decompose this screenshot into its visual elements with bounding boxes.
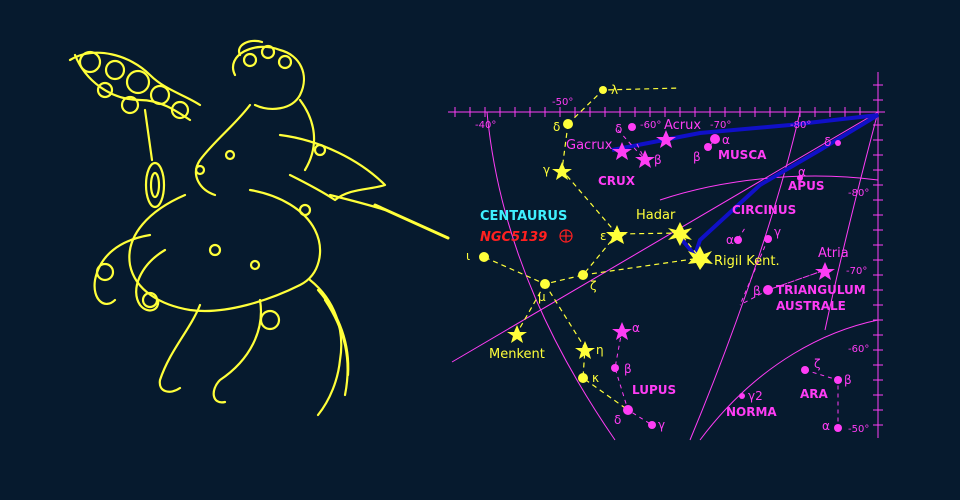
greek-label: η [596,343,604,357]
greek-label: γ [658,418,665,432]
star-delta-lup [623,405,633,415]
star-label-hadar: Hadar [636,208,676,223]
ra-label: -50° [552,97,573,108]
greek-label: α [798,165,806,179]
star-zeta-ara [801,366,809,374]
star-gamma-lup [648,421,656,429]
greek-label: δ [615,122,622,136]
greek-label: α [822,419,830,433]
constellation-label-norma: NORMA [726,405,777,419]
star-gamma-cir [764,235,772,243]
dec-label: -80° [848,188,869,199]
star-zeta-cen [578,270,588,280]
star-gamma2-nor [739,393,745,399]
greek-label: β [624,362,632,376]
star-acrux [656,130,676,148]
greek-label: δ [614,413,621,427]
dec-label: -60° [848,344,869,355]
star-iota-cen [479,252,489,262]
greek-label: γ [543,163,550,177]
star-rigil-kent [688,246,713,270]
greek-label: β [844,373,852,387]
star-beta-ara [834,376,842,384]
star-alpha-aps [797,175,803,181]
dec-label: -70° [846,266,867,277]
greek-label: β [753,284,761,298]
star-beta-mus [704,143,712,151]
constellation-label-circinus: CIRCINUS [732,203,796,217]
object-label-ngc5139: NGC5139 [480,230,547,245]
star-delta-cen [563,119,573,129]
constellation-boundary [611,113,880,259]
coordinate-grid [448,72,885,441]
centaur-illustration-icon [68,39,450,417]
star-delta-cru [628,123,636,131]
star-gacrux [612,142,632,160]
star-hadar [668,222,692,246]
other-stars [611,123,842,432]
star-alpha-cir [734,236,742,244]
greek-label: ι [466,249,470,263]
greek-label: α [726,233,734,247]
greek-label: α [722,133,730,147]
star-beta-lup [611,364,619,372]
greek-label: ζ [590,279,597,293]
ngc5139-symbol [559,229,573,243]
star-alpha-lup [612,322,632,340]
greek-label: κ [592,371,599,385]
star-gamma-cen [552,162,572,180]
greek-label: λ [611,83,618,97]
star-label-menkent: Menkent [489,347,545,362]
ra-label: -70° [710,120,731,131]
greek-label: β [693,150,701,164]
greek-label: δ [553,120,560,134]
star-lambda-cen [599,86,607,94]
constellation-label-ara: ARA [800,387,829,401]
star-kappa-cen [578,373,588,383]
star-beta-cru [635,150,655,168]
constellation-label-australe: AUSTRALE [776,299,846,313]
star-eta-cen [575,341,595,359]
star-label-atria: Atria [818,246,849,261]
star-alpha-mus [710,134,720,144]
constellation-label-musca: MUSCA [718,148,767,162]
centaurus-stars [479,86,713,383]
star-label-rigil-kent: Rigil Kent. [714,254,780,269]
star-mu-cen [540,279,550,289]
greek-label: ε [600,229,607,243]
greek-label: γ [774,225,781,239]
greek-label: δ [824,135,831,149]
constellation-label-centaurus: CENTAURUS [480,209,567,224]
star-label-acrux: Acrux [664,118,701,133]
greek-label: γ2 [748,389,763,403]
constellation-label-lupus: LUPUS [632,383,676,397]
star-epsilon-cen [606,225,628,244]
ra-label: -60° [640,120,661,131]
star-delta-aps [835,140,841,146]
star-alpha-ara [834,424,842,432]
constellation-label-apus: APUS [788,179,824,193]
constellation-label-crux: CRUX [598,174,636,188]
star-atria [815,262,835,280]
star-label-gacrux: Gacrux [566,138,613,153]
greek-label: μ [538,290,546,304]
star-menkent [507,325,527,343]
greek-label: α [632,321,640,335]
ra-label: -80° [790,120,811,131]
greek-label: β [654,153,662,167]
dec-label: -50° [848,424,869,435]
star-beta-tra [763,285,773,295]
constellation-label-triangulum: TRIANGULUM [776,283,866,297]
ra-label: -40° [475,120,496,131]
greek-label: ζ [814,357,821,371]
